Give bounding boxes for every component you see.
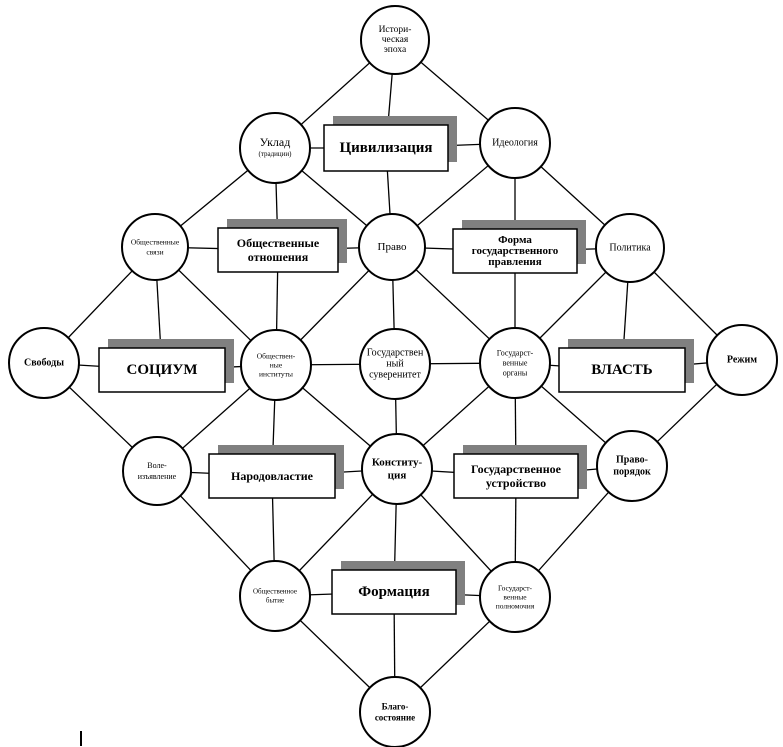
circle-frame bbox=[360, 5, 430, 75]
node-label: Формация bbox=[358, 584, 430, 600]
node-label: ный bbox=[386, 359, 404, 370]
circle-frame bbox=[122, 436, 192, 506]
node-politics: Политика bbox=[595, 213, 665, 283]
node-label: ческая bbox=[382, 35, 409, 45]
node-label: институты bbox=[259, 370, 293, 379]
node-label: Общественные bbox=[237, 236, 320, 250]
node-power: ВЛАСТЬ bbox=[558, 339, 694, 393]
node-label: Общественные bbox=[131, 238, 180, 247]
node-socium: СОЦИУМ bbox=[98, 339, 234, 393]
node-label: венные bbox=[503, 593, 527, 602]
circle-frame bbox=[359, 676, 431, 747]
circle-frame bbox=[121, 213, 189, 281]
node-label: Благо- bbox=[382, 702, 409, 712]
circle-frame bbox=[239, 112, 311, 184]
node-label: Народовластие bbox=[231, 469, 314, 483]
box-frame bbox=[208, 453, 336, 499]
node-label: Государст- bbox=[497, 349, 534, 358]
node-label: отношения bbox=[248, 250, 309, 264]
box-frame bbox=[323, 124, 449, 172]
circle-frame bbox=[596, 430, 668, 502]
circle-frame bbox=[239, 560, 311, 632]
node-law_order: Право-порядок bbox=[596, 430, 668, 502]
circle-frame bbox=[358, 213, 426, 281]
node-label: бытие bbox=[266, 597, 284, 605]
node-label: (традиции) bbox=[259, 150, 293, 158]
node-label: эпоха bbox=[384, 45, 407, 55]
box-frame bbox=[453, 453, 579, 499]
circle-frame bbox=[706, 324, 778, 396]
circle-frame bbox=[359, 328, 431, 400]
node-formation: Формация bbox=[331, 561, 465, 615]
node-label: устройство bbox=[486, 476, 546, 490]
node-label: органы bbox=[503, 369, 528, 378]
node-law: Право bbox=[358, 213, 426, 281]
node-civilization: Цивилизация bbox=[323, 116, 457, 172]
node-uklad: Уклад(традиции) bbox=[239, 112, 311, 184]
node-label: суверенитет bbox=[369, 370, 421, 381]
node-label: состояние bbox=[375, 713, 415, 723]
node-label: Право- bbox=[616, 455, 648, 466]
node-label: СОЦИУМ bbox=[126, 362, 197, 378]
node-label: связи bbox=[146, 248, 163, 257]
node-will: Воле-изъявление bbox=[122, 436, 192, 506]
circle-frame bbox=[8, 327, 80, 399]
node-label: Свободы bbox=[24, 358, 64, 369]
box-frame bbox=[331, 569, 457, 615]
node-label: правления bbox=[488, 256, 541, 268]
node-label: государственного bbox=[472, 245, 559, 257]
circle-frame bbox=[595, 213, 665, 283]
node-label: ные bbox=[270, 361, 283, 370]
node-constitution: Конститу-ция bbox=[361, 433, 433, 505]
circle-frame bbox=[479, 561, 551, 633]
box-frame bbox=[98, 347, 226, 393]
node-welfare: Благо-состояние bbox=[359, 676, 431, 747]
node-label: Государст- bbox=[498, 584, 533, 593]
box-frame bbox=[217, 227, 339, 273]
node-label: Воле- bbox=[147, 461, 167, 470]
node-label: Государствен bbox=[367, 348, 424, 359]
circle-frame bbox=[479, 327, 551, 399]
node-label: Политика bbox=[609, 243, 651, 254]
box-frame bbox=[558, 347, 686, 393]
node-freedoms: Свободы bbox=[8, 327, 80, 399]
node-label: Уклад bbox=[260, 135, 291, 149]
circle-frame bbox=[240, 329, 312, 401]
node-label: Государственное bbox=[471, 462, 562, 476]
circle-frame bbox=[479, 107, 551, 179]
node-ideology: Идеология bbox=[479, 107, 551, 179]
node-label: ция bbox=[388, 470, 407, 482]
text-cursor bbox=[80, 731, 82, 746]
circle-frame bbox=[361, 433, 433, 505]
node-label: Истори- bbox=[379, 25, 412, 35]
node-label: полномочия bbox=[496, 602, 535, 611]
node-label: Право bbox=[378, 241, 407, 253]
node-democracy: Народовластие bbox=[208, 445, 344, 499]
node-label: Идеология bbox=[492, 138, 538, 149]
node-label: Обществен- bbox=[257, 352, 296, 361]
node-label: Режим bbox=[727, 355, 757, 366]
box-frame bbox=[452, 228, 578, 274]
node-label: Конститу- bbox=[372, 457, 423, 469]
node-label: изъявление bbox=[138, 472, 177, 481]
node-label: Форма bbox=[498, 234, 532, 246]
node-regime: Режим bbox=[706, 324, 778, 396]
node-label: Цивилизация bbox=[339, 140, 432, 156]
node-label: Общественное bbox=[253, 588, 297, 596]
node-label: ВЛАСТЬ bbox=[591, 362, 653, 378]
node-label: венные bbox=[503, 359, 528, 368]
node-label: порядок bbox=[613, 467, 651, 478]
